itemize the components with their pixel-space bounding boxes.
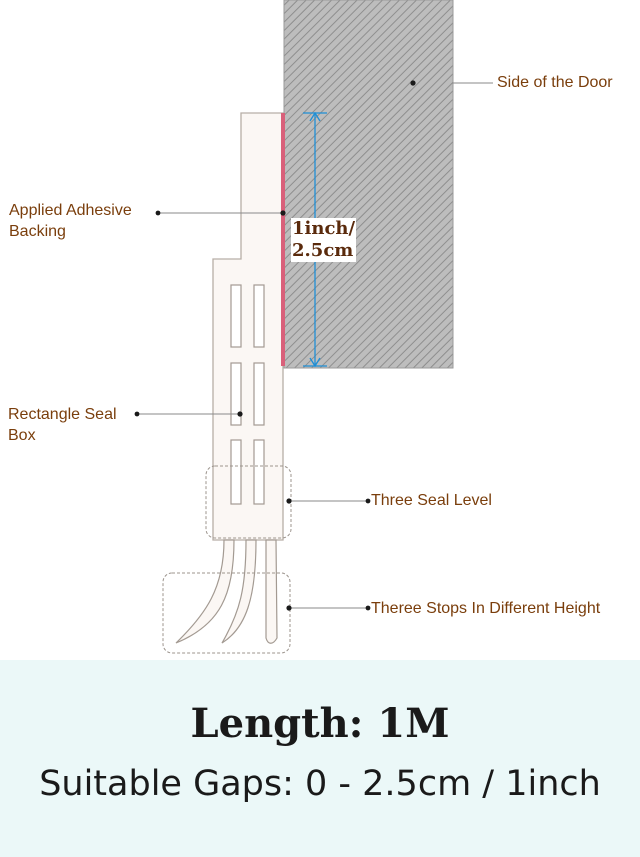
seal-level-label: Three Seal Level <box>371 492 492 509</box>
leader-dot <box>286 498 292 504</box>
leader-dot <box>286 605 292 611</box>
length-title: Length: 1M <box>190 700 450 747</box>
seal-level-highlight <box>205 465 292 539</box>
door-side-block <box>283 0 454 369</box>
leader-dot <box>280 210 286 216</box>
seal-box <box>230 362 242 426</box>
stop-fins <box>175 539 278 644</box>
dimension-label-line1: 1inch/ <box>292 218 356 239</box>
leader-dots <box>134 80 416 611</box>
leader-lines <box>137 82 493 609</box>
leader-dot <box>365 498 371 504</box>
seal-box-label-line2: Box <box>8 427 36 444</box>
dimension-label: 1inch/ 2.5cm <box>291 218 357 262</box>
rectangle-seal-boxes <box>230 284 265 505</box>
leader-dot <box>134 411 140 417</box>
door-side-label: Side of the Door <box>497 74 613 91</box>
adhesive-label-line1: Applied Adhesive <box>9 202 132 219</box>
seal-strip-body <box>212 112 284 541</box>
adhesive-label: Applied Adhesive Backing <box>9 200 132 242</box>
seal-box <box>253 439 265 505</box>
seal-box-label: Rectangle Seal Box <box>8 404 117 446</box>
leader-dot <box>365 605 371 611</box>
leader-dot <box>155 210 161 216</box>
footer-panel <box>0 660 640 857</box>
stop-fin <box>175 539 235 644</box>
seal-box <box>230 284 242 348</box>
stop-fin <box>221 539 257 644</box>
stop-fin <box>265 539 278 644</box>
seal-box <box>230 439 242 505</box>
dimension-label-line2: 2.5cm <box>292 240 354 261</box>
suitable-gaps-text: Suitable Gaps: 0 - 2.5cm / 1inch <box>39 764 601 804</box>
seal-box-label-line1: Rectangle Seal <box>8 406 117 423</box>
adhesive-strip <box>281 113 285 366</box>
seal-box <box>253 284 265 348</box>
leader-dot <box>410 80 416 86</box>
door-seal-diagram <box>134 0 493 654</box>
leader-dot <box>237 411 243 417</box>
seal-box <box>253 362 265 426</box>
stops-label: Theree Stops In Different Height <box>371 600 601 617</box>
adhesive-label-line2: Backing <box>9 223 66 240</box>
